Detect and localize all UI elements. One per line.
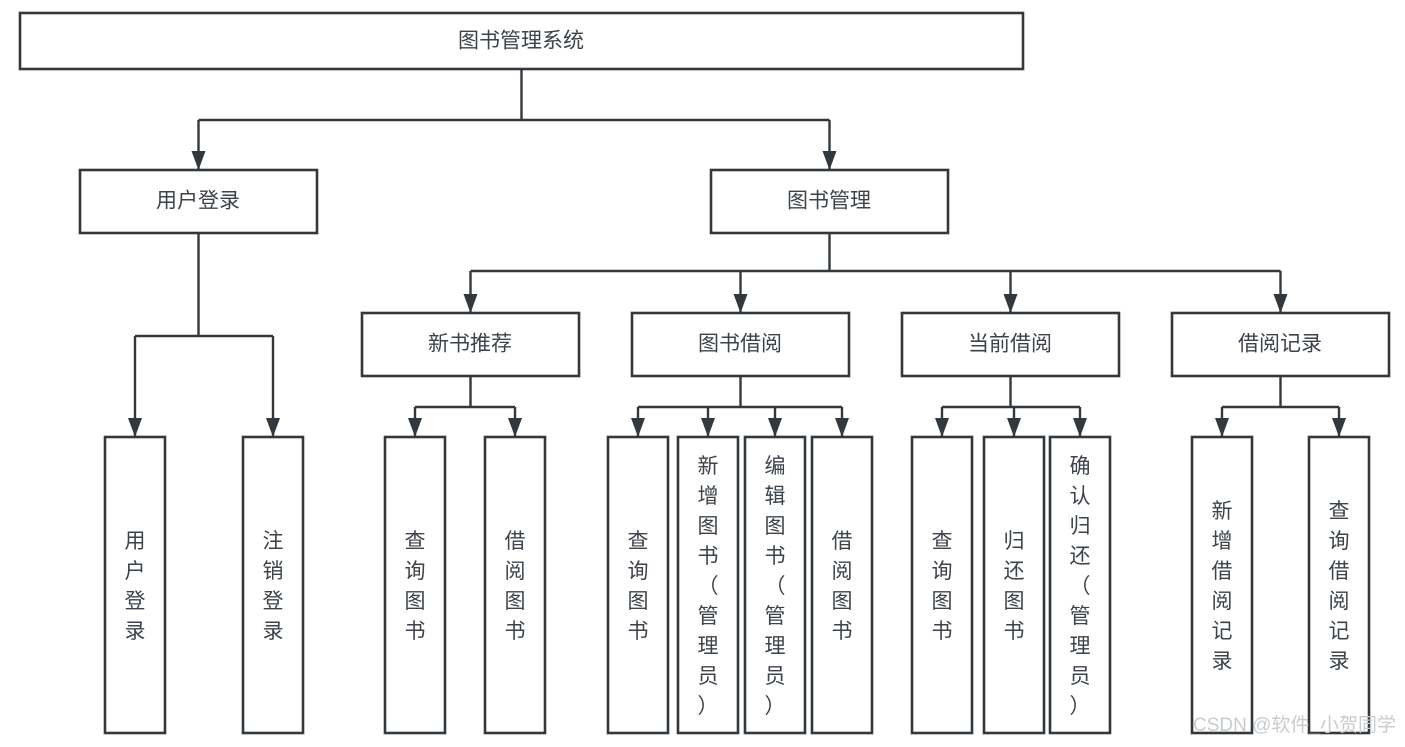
node-level3-current-borrow[interactable]: 当前借阅 <box>900 311 1121 378</box>
node-leaf-2-box[interactable] <box>383 435 447 735</box>
node-leaf-6[interactable]: 编辑图书（管理员） <box>743 435 807 735</box>
node-leaf-1-box[interactable] <box>241 435 305 735</box>
connector-bookmgmt-to-level3-arrow-3 <box>1273 294 1288 313</box>
connector-userlogin-to-leaves-arrow-0 <box>128 418 142 437</box>
node-level3-book-borrow[interactable]: 图书借阅 <box>630 311 851 378</box>
node-leaf-5[interactable]: 新增图书（管理员） <box>676 435 740 735</box>
connector-level3-0-to-leaves-arrow-1 <box>508 418 522 437</box>
connector-level3-3-to-leaves-arrow-0 <box>1215 418 1229 437</box>
node-leaf-4-box[interactable] <box>606 435 670 735</box>
connector-level3-1-to-leaves-arrow-2 <box>768 418 782 437</box>
node-leaf-7-box[interactable] <box>810 435 874 735</box>
node-leaf-10-label: 确认归还（管理员） <box>1070 455 1091 718</box>
node-leaf-8-box[interactable] <box>910 435 974 735</box>
node-level3-book-borrow-box[interactable] <box>630 311 851 378</box>
connector-level3-1-to-leaves-arrow-3 <box>835 418 849 437</box>
node-leaf-11-box[interactable] <box>1190 435 1254 735</box>
node-leaf-3-label: 借阅图书 <box>505 530 526 643</box>
node-leaf-1-label: 注销登录 <box>263 530 284 643</box>
node-leaf-2-label: 查询图书 <box>405 530 426 643</box>
node-level2-user-login[interactable]: 用户登录 <box>78 168 319 235</box>
node-level2-book-management[interactable]: 图书管理 <box>709 168 950 235</box>
node-leaf-2[interactable]: 查询图书 <box>383 435 447 735</box>
node-leaf-8[interactable]: 查询图书 <box>910 435 974 735</box>
connector-userlogin-to-leaves-arrow-1 <box>266 418 280 437</box>
connector-layer <box>128 69 1346 437</box>
node-leaf-3-box[interactable] <box>483 435 547 735</box>
node-level3-new-book-recommend-box[interactable] <box>360 311 581 378</box>
node-level2-user-login-label: 用户登录 <box>156 190 240 213</box>
node-leaf-7-label: 借阅图书 <box>832 530 853 643</box>
node-root-box[interactable] <box>18 11 1025 71</box>
node-leaf-11-label: 新增借阅记录 <box>1212 500 1233 673</box>
node-level3-borrow-record-box[interactable] <box>1170 311 1391 378</box>
node-leaf-12-label: 查询借阅记录 <box>1329 500 1350 673</box>
node-leaf-12-box[interactable] <box>1307 435 1371 735</box>
node-level2-book-management-label: 图书管理 <box>787 190 871 213</box>
node-leaf-0-box[interactable] <box>103 435 167 735</box>
node-level2-book-management-box[interactable] <box>709 168 950 235</box>
node-leaf-11[interactable]: 新增借阅记录 <box>1190 435 1254 735</box>
connector-bookmgmt-to-level3-arrow-1 <box>733 294 748 313</box>
connector-level3-2-to-leaves-arrow-1 <box>1007 418 1021 437</box>
node-root[interactable]: 图书管理系统 <box>18 11 1025 71</box>
node-level3-borrow-record[interactable]: 借阅记录 <box>1170 311 1391 378</box>
node-leaf-10[interactable]: 确认归还（管理员） <box>1048 435 1112 735</box>
node-level3-new-book-recommend[interactable]: 新书推荐 <box>360 311 581 378</box>
node-level3-current-borrow-box[interactable] <box>900 311 1121 378</box>
node-leaf-9-label: 归还图书 <box>1004 530 1025 643</box>
node-leaf-0-label: 用户登录 <box>125 530 146 643</box>
node-level3-book-borrow-label: 图书借阅 <box>698 333 782 356</box>
node-level3-current-borrow-label: 当前借阅 <box>968 333 1052 356</box>
node-leaf-9[interactable]: 归还图书 <box>982 435 1046 735</box>
node-level3-borrow-record-label: 借阅记录 <box>1238 333 1322 356</box>
node-leaf-8-label: 查询图书 <box>932 530 953 643</box>
connector-level3-3-to-leaves-arrow-1 <box>1332 418 1346 437</box>
node-root-label: 图书管理系统 <box>458 30 584 53</box>
node-leaf-6-label: 编辑图书（管理员） <box>765 455 786 718</box>
connector-level3-0-to-leaves-arrow-0 <box>408 418 422 437</box>
leaf-node-layer: 用户登录 注销登录 查询图书 借阅图书 查询图书 新增图书（管理员） 编辑图书（管理员） 借阅… <box>103 435 1371 735</box>
node-leaf-4-label: 查询图书 <box>628 530 649 643</box>
connector-root-to-level2-arrow-0 <box>191 151 206 170</box>
node-leaf-5-label: 新增图书（管理员） <box>698 455 719 718</box>
connector-bookmgmt-to-level3-arrow-2 <box>1003 294 1018 313</box>
connector-level3-2-to-leaves-arrow-0 <box>935 418 949 437</box>
node-leaf-9-box[interactable] <box>982 435 1046 735</box>
connector-level3-1-to-leaves-arrow-0 <box>631 418 645 437</box>
node-leaf-10-box[interactable] <box>1048 435 1112 735</box>
node-leaf-1[interactable]: 注销登录 <box>241 435 305 735</box>
node-leaf-12[interactable]: 查询借阅记录 <box>1307 435 1371 735</box>
connector-level3-1-to-leaves-arrow-1 <box>701 418 715 437</box>
connector-bookmgmt-to-level3-arrow-0 <box>463 294 478 313</box>
node-level2-user-login-box[interactable] <box>78 168 319 235</box>
node-level3-new-book-recommend-label: 新书推荐 <box>428 333 512 356</box>
node-leaf-0[interactable]: 用户登录 <box>103 435 167 735</box>
connector-root-to-level2-arrow-1 <box>822 151 837 170</box>
connector-level3-2-to-leaves-arrow-2 <box>1073 418 1087 437</box>
csdn-watermark: CSDN @软件_小贺同学 <box>1193 714 1396 736</box>
node-leaf-7[interactable]: 借阅图书 <box>810 435 874 735</box>
node-leaf-4[interactable]: 查询图书 <box>606 435 670 735</box>
node-leaf-3[interactable]: 借阅图书 <box>483 435 547 735</box>
node-leaf-6-box[interactable] <box>743 435 807 735</box>
node-leaf-5-box[interactable] <box>676 435 740 735</box>
